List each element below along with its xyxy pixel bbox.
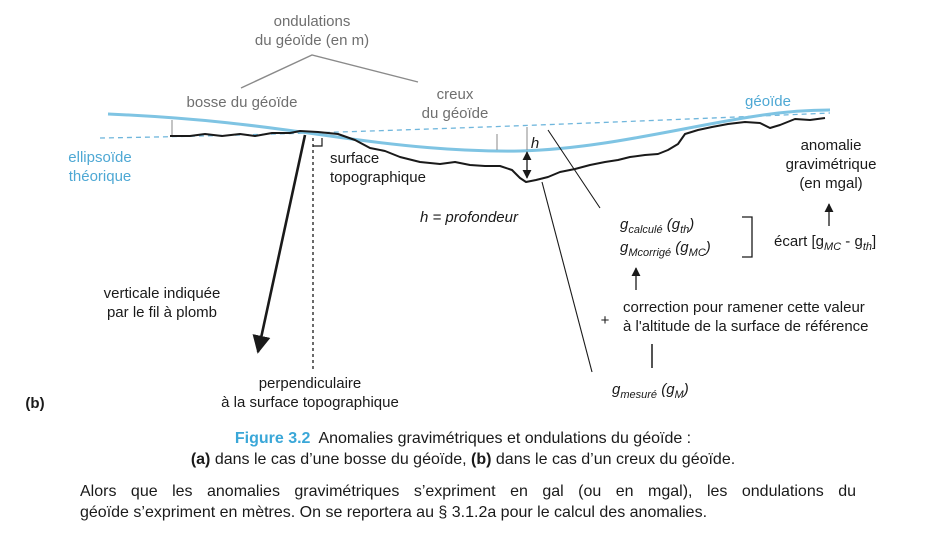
label-bosse: bosse du géoïde [186, 94, 298, 111]
label-perpendiculaire-line2: à la surface topographique [221, 394, 399, 411]
label-plus: + [600, 312, 610, 329]
label-creux: creux du géoïde [410, 85, 500, 123]
label-h-symbol: h [530, 135, 540, 152]
label-surface: surface topographique [330, 149, 450, 187]
pointer-mesure [541, 181, 593, 373]
label-anomalie: anomalie gravimétrique (en mgal) [756, 136, 906, 193]
figure-note: Alors que les anomalies gravimétriques s… [80, 481, 856, 523]
note-line2: géoïde s’expriment en mètres. On se repo… [80, 504, 708, 521]
label-ellipsoide-line2: théorique [68, 168, 132, 185]
label-ellipsoide-line1: ellipsoïde [68, 149, 132, 166]
label-correction-line2: à l'altitude de la surface de référence [623, 318, 869, 335]
topographic-surface [170, 117, 826, 183]
label-h-profondeur: h = profondeur [420, 209, 518, 226]
label-g-mesure: gmesuré (gM) [612, 381, 689, 401]
label-g-mcorrige: gMcorrigé (gMC) [620, 239, 711, 259]
right-angle-mark [313, 138, 323, 147]
caption-line1: Figure 3.2 Anomalies gravimétriques et o… [0, 428, 926, 449]
panel-label: (b) [25, 395, 45, 412]
label-anomalie-line2: gravimétrique [785, 156, 877, 173]
label-verticale: verticale indiquée par le fil à plomb [82, 284, 242, 322]
label-correction-line1: correction pour ramener cette valeur [623, 299, 865, 316]
geoid-diagram [99, 54, 834, 373]
label-verticale-line1: verticale indiquée [103, 285, 221, 302]
pointer-calcule [547, 129, 601, 209]
caption-line2: (a) dans le cas d’une bosse du géoïde, (… [190, 451, 736, 468]
label-anomalie-line3: (en mgal) [799, 175, 863, 192]
label-ecart: écart [gMC - gth] [774, 233, 877, 253]
label-surface-line2: topographique [330, 169, 426, 186]
label-ellipsoide: ellipsoïde théorique [52, 148, 148, 186]
label-correction: correction pour ramener cette valeur à l… [623, 298, 913, 336]
label-geoide: géoïde [745, 93, 791, 110]
label-anomalie-line1: anomalie [800, 137, 862, 154]
figure-number: Figure 3.2 [234, 430, 311, 447]
ondulations-pointer [240, 54, 419, 89]
label-verticale-line2: par le fil à plomb [106, 304, 218, 321]
label-perpendiculaire: perpendiculaire à la surface topographiq… [190, 374, 430, 412]
label-creux-line2: du géoïde [421, 105, 489, 122]
bracket [742, 216, 753, 258]
label-ondulations: ondulations du géoïde (en m) [222, 12, 402, 50]
label-surface-line1: surface [330, 150, 380, 167]
label-perpendiculaire-line1: perpendiculaire [258, 375, 362, 392]
label-g-calcule: gcalculé (gth) [620, 216, 695, 236]
geoid-curve [107, 108, 831, 153]
label-ondulations-line2: du géoïde (en m) [254, 32, 370, 49]
plumb-line-arrow [252, 134, 307, 354]
label-ondulations-line1: ondulations [273, 13, 351, 30]
label-creux-line1: creux [436, 86, 474, 103]
note-line1: Alors que les anomalies gravimétriques s… [80, 483, 856, 500]
caption-title: Anomalies gravimétriques et ondulations … [318, 430, 692, 447]
figure-caption: Figure 3.2 Anomalies gravimétriques et o… [0, 428, 926, 470]
